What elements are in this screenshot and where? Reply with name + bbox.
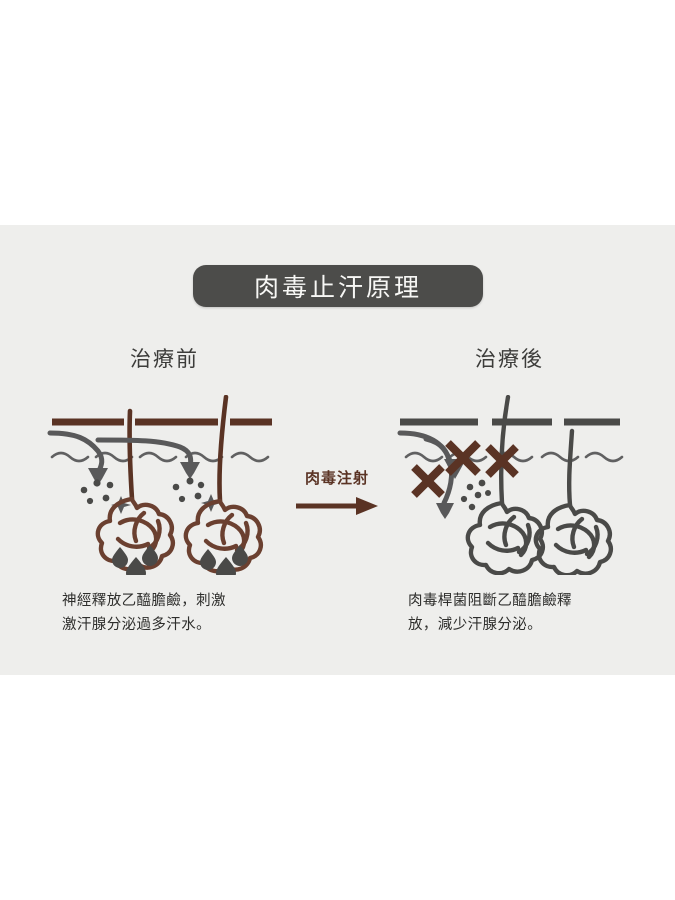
page-title: 肉毒止汗原理 xyxy=(253,275,422,302)
heading-after-treatment: 治療後 xyxy=(475,348,544,371)
receptor-marker xyxy=(111,494,221,514)
nerve-terminal xyxy=(88,462,200,485)
dermis-wave-lines xyxy=(50,451,270,463)
infographic-panel: 肉毒止汗原理 治療前 治療後 xyxy=(0,225,675,675)
diagram-after-treatment xyxy=(392,394,632,580)
arrow-right-icon xyxy=(296,497,378,515)
acetylcholine-dots xyxy=(80,477,205,505)
hair-shaft xyxy=(499,394,575,508)
caption-before-treatment: 神經釋放乙醯膽鹼，刺激 激汗腺分泌過多汗水。 xyxy=(62,590,292,638)
blocking-x-mark xyxy=(411,440,519,498)
diagram-before-treatment xyxy=(40,394,280,583)
caption-before-line1: 神經釋放乙醯膽鹼，刺激 xyxy=(62,593,226,609)
injection-transition: 肉毒注射 xyxy=(287,470,387,517)
sweat-gland-coil xyxy=(183,498,263,574)
caption-before-line2: 激汗腺分泌過多汗水。 xyxy=(62,616,211,633)
hair-shaft xyxy=(127,394,229,504)
sweat-gland-coil xyxy=(533,502,613,578)
caption-after-treatment: 肉毒桿菌阻斷乙醯膽鹼釋 放，減少汗腺分泌。 xyxy=(408,590,623,638)
injection-label: 肉毒注射 xyxy=(304,470,369,487)
sweat-gland-coil xyxy=(465,500,545,576)
caption-after-line2: 放，減少汗腺分泌。 xyxy=(408,616,543,633)
title-banner: 肉毒止汗原理 xyxy=(193,265,483,307)
caption-after-line1: 肉毒桿菌阻斷乙醯膽鹼釋 xyxy=(408,593,572,609)
heading-before-treatment: 治療前 xyxy=(130,348,199,371)
nerve-fiber xyxy=(47,430,194,476)
acetylcholine-dots xyxy=(460,479,491,511)
